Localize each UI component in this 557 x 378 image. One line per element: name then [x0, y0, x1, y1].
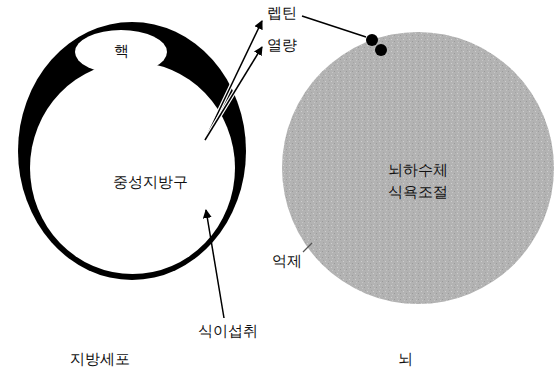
output-label: 열량: [267, 35, 297, 57]
node-text: 뇌하수체 식욕조절: [385, 160, 451, 204]
receptor-dot: [366, 34, 378, 46]
node-text-holder: 뇌: [398, 349, 413, 371]
output-label-holder: 열량: [267, 35, 297, 57]
hormone-label-holder: 렙틴: [267, 3, 297, 25]
node-text: 중성지방구: [113, 172, 188, 194]
triglyceride-droplet-outline: [30, 62, 235, 274]
input-label-holder: 식이섭취: [198, 321, 258, 343]
node-text-holder: 지방세포: [70, 349, 130, 371]
input-label: 식이섭취: [198, 321, 258, 343]
leptin-arrow: [205, 21, 262, 140]
brain: 뇌하수체 식욕조절뇌: [282, 32, 554, 304]
effect-label-holder: 억제: [272, 251, 302, 273]
leptin-line: [302, 16, 366, 37]
triglyceride-droplet: 중성지방구: [30, 62, 235, 274]
node-text: 뇌: [398, 349, 413, 371]
node-text-holder: 뇌하수체 식욕조절: [385, 160, 451, 204]
intake-arrow: [206, 210, 224, 318]
hormone-label: 렙틴: [267, 3, 297, 25]
calorie-arrow: [205, 47, 262, 140]
node-text-holder: 핵: [114, 41, 129, 63]
node-text-holder: 중성지방구: [113, 172, 188, 194]
leader-line: [303, 243, 312, 252]
node-text: 지방세포: [70, 349, 130, 371]
effect-label: 억제: [272, 251, 302, 273]
node-text: 핵: [114, 41, 129, 63]
arrow-casing: [205, 21, 262, 140]
arrow-casing: [205, 47, 262, 140]
receptor-dot: [375, 44, 387, 56]
